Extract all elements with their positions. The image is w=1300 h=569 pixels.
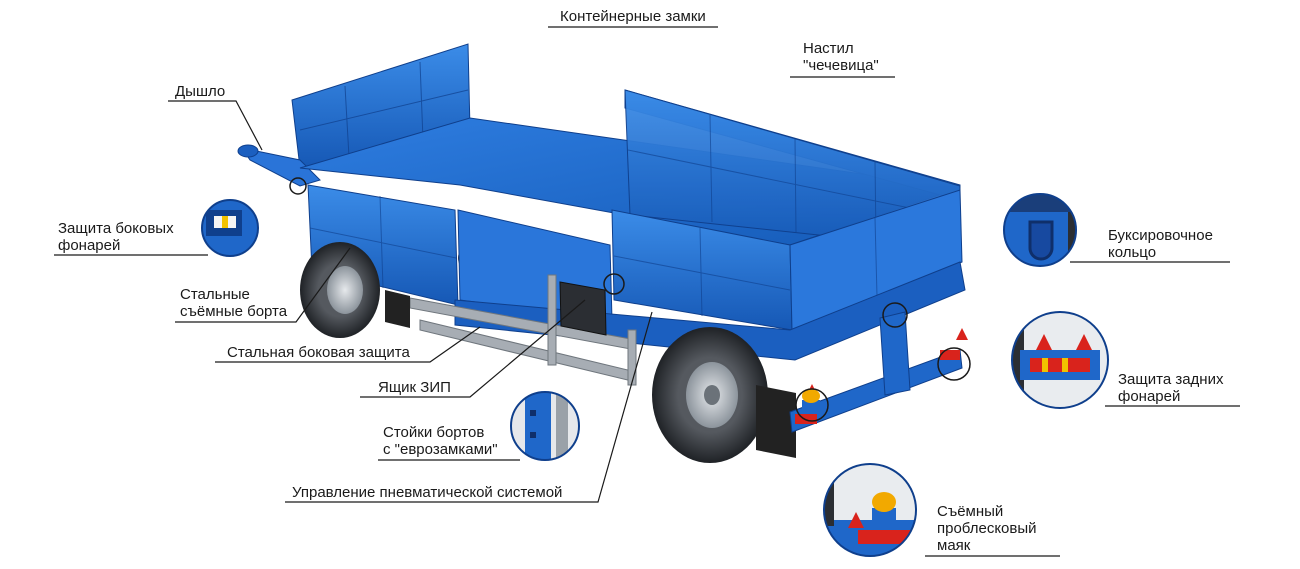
label-text: Дышло	[175, 83, 226, 100]
label-beacon: Съёмный проблесковый маяк	[937, 503, 1037, 554]
front-wheel	[300, 242, 380, 338]
label-drawbar: Дышло	[175, 83, 225, 100]
label-side-light-protection: Защита боковых фонарей	[58, 220, 174, 254]
towing-eye	[879, 311, 911, 396]
marker-towing-eye	[882, 302, 908, 328]
mud-flap-front	[385, 290, 410, 328]
label-text: фонарей	[1118, 388, 1181, 405]
label-rear-light-protection: Защита задних фонарей	[1118, 371, 1223, 405]
label-container-locks: Контейнерные замки	[560, 8, 706, 25]
detail-side-posts	[511, 392, 579, 460]
leader-drawbar	[168, 100, 263, 151]
label-spare-parts-box: Ящик ЗИП	[378, 379, 451, 396]
label-text: с "еврозамками"	[383, 441, 498, 458]
marker-rear-lights	[937, 347, 971, 381]
rear-wheel	[652, 327, 768, 463]
label-text: Стойки бортов	[383, 424, 485, 441]
mud-flap-rear	[756, 385, 796, 458]
detail-side-light-protection	[202, 200, 258, 256]
rear-light-left	[795, 414, 817, 424]
label-text: маяк	[937, 537, 971, 554]
leader-lines	[54, 26, 1240, 557]
label-text: Управление пневматической системой	[292, 484, 563, 501]
leader-spare-box	[360, 299, 586, 398]
beacon	[802, 389, 820, 410]
label-text: фонарей	[58, 237, 121, 254]
label-text: Защита задних	[1118, 371, 1224, 388]
label-text: Настил	[803, 40, 854, 57]
label-pneumatic-control: Управление пневматической системой	[292, 484, 562, 501]
label-text: съёмные борта	[180, 303, 288, 320]
label-text: Защита боковых	[58, 220, 174, 237]
detail-beacon	[824, 464, 916, 556]
spare-parts-box	[559, 281, 607, 336]
label-text: Стальная боковая защита	[227, 344, 410, 361]
detail-towing-eye	[1004, 194, 1076, 266]
label-text: Стальные	[180, 286, 250, 303]
trailer-body	[237, 43, 971, 463]
leader-side-guard	[215, 326, 481, 363]
reflector-right	[956, 328, 968, 340]
label-text: Съёмный	[937, 503, 1004, 520]
label-flooring: Настил "чечевица"	[803, 40, 879, 74]
marker-posts	[603, 273, 625, 295]
rear-light-right	[940, 350, 960, 360]
label-steel-sides: Стальные съёмные борта	[180, 286, 287, 320]
marker-side-light	[289, 177, 307, 195]
label-text: Ящик ЗИП	[378, 379, 451, 396]
leader-pneumatic	[285, 311, 653, 503]
drawbar	[237, 144, 321, 187]
label-text: Контейнерные замки	[560, 8, 706, 25]
marker-beacon	[795, 388, 829, 422]
label-side-posts: Стойки бортов с "еврозамками"	[383, 424, 498, 458]
label-side-guard: Стальная боковая защита	[227, 344, 410, 361]
label-text: проблесковый	[937, 520, 1037, 537]
label-text: кольцо	[1108, 244, 1157, 261]
label-towing-eye: Буксировочное кольцо	[1108, 227, 1213, 261]
label-text: Буксировочное	[1108, 227, 1213, 244]
label-text: "чечевица"	[803, 57, 879, 74]
detail-rear-light-protection	[1012, 312, 1108, 408]
leader-steel-sides	[175, 247, 351, 323]
